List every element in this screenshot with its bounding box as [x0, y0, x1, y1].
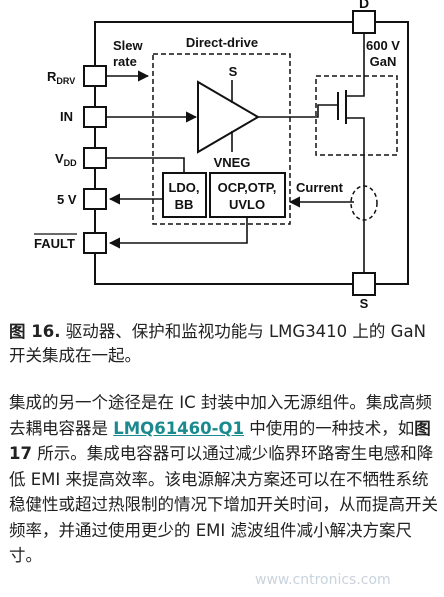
figure-ref: 图 17 [9, 418, 431, 464]
gan-fet-box [315, 75, 398, 156]
ocp-label-line1: OCP,OTP, [218, 180, 277, 195]
pin-vdd-box [83, 147, 107, 169]
pin-rdrv-box [83, 65, 107, 87]
pin-5v-box [83, 188, 107, 210]
pin-vdd-label: VDD [55, 151, 77, 168]
direct-drive-box [152, 53, 291, 225]
direct-drive-label: Direct-drive [186, 35, 258, 50]
package-outline [94, 21, 409, 285]
pin-5v-label: 5 V [57, 192, 77, 207]
gan-label-line1: 600 V [366, 38, 400, 53]
vneg-label: VNEG [214, 155, 251, 170]
slew-label-line1: Slew [113, 38, 144, 53]
gan-label-line2: GaN [370, 54, 397, 69]
pin-in-box [83, 106, 107, 128]
caption-prefix: 图 16. [9, 322, 61, 341]
ldo-label-line1: LDO, [168, 180, 199, 195]
figure-caption: 图 16. 驱动器、保护和监视功能与 LMG3410 上的 GaN 开关集成在一… [9, 320, 439, 368]
current-label: Current [296, 180, 344, 195]
pin-fault-box [83, 232, 107, 254]
ldo-block [162, 172, 207, 218]
pin-in-label: IN [60, 109, 73, 124]
pin-fault-label: FAULT [34, 236, 75, 251]
body-paragraph: 集成的另一个途径是在 IC 封装中加入无源组件。集成高频去耦电容器是 LMQ61… [9, 390, 439, 569]
block-diagram: D 600 V GaN Slew rate Direct-drive RDRV … [34, 0, 409, 311]
body-part3: 所示。集成电容器可以通过减少临界环路寄生电感和降低 EMI 来提高效率。该电源解… [9, 444, 438, 565]
ldo-label-line2: BB [175, 197, 194, 212]
body-part2: 中使用的一种技术，如 [243, 418, 415, 438]
pin-d-box [352, 10, 376, 34]
lmq61460-link[interactable]: LMQ61460-Q1 [113, 418, 244, 438]
slew-label-line2: rate [113, 54, 137, 69]
pin-s-box [352, 272, 376, 296]
driver-amplifier [197, 80, 260, 154]
amp-s-label: S [229, 64, 238, 79]
pin-s-label: S [360, 296, 369, 311]
body-part1: 集成的另一个途径是在 IC 封装中加入无源组件。集成高频去耦电容器是 [9, 393, 432, 438]
pin-d-label: D [359, 0, 369, 11]
pin-rdrv-label: RDRV [47, 69, 75, 86]
ocp-label-line2: UVLO [229, 197, 265, 212]
current-sense-coil [350, 185, 378, 221]
caption-text: 驱动器、保护和监视功能与 LMG3410 上的 GaN 开关集成在一起。 [9, 322, 426, 365]
watermark: www.cntronics.com [255, 572, 391, 588]
protection-block [209, 172, 286, 218]
